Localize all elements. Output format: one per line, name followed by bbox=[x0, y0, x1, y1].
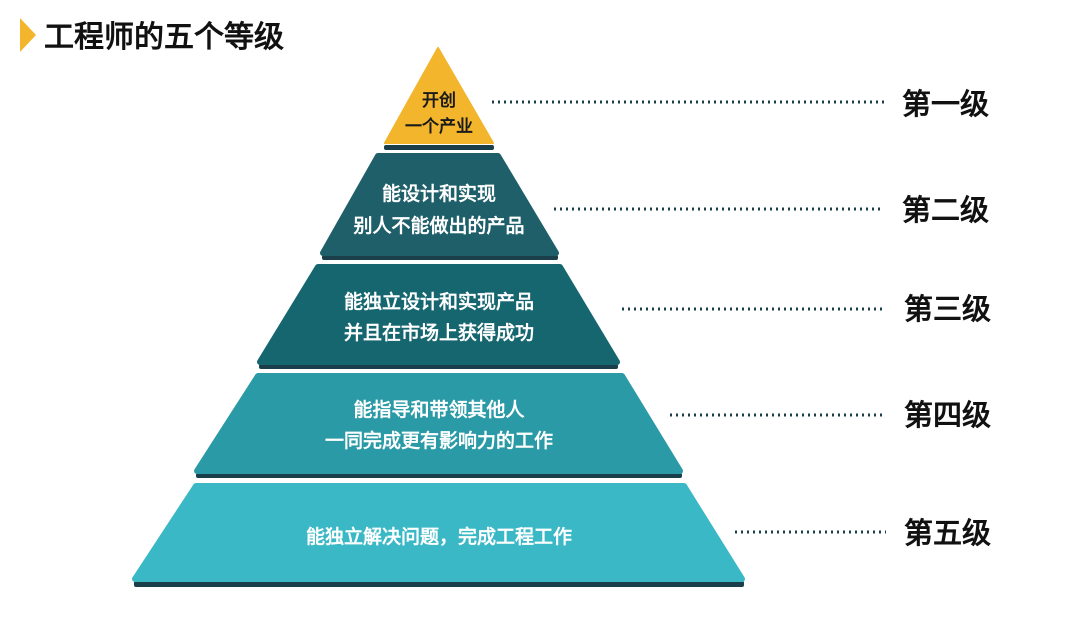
level-label-3: 第三级 bbox=[904, 292, 991, 326]
tier-3-line-2: 并且在市场上获得成功 bbox=[344, 321, 534, 344]
page-title: 工程师的五个等级 bbox=[44, 20, 284, 55]
tier-2-shadow bbox=[322, 255, 558, 260]
tier-4-shape bbox=[194, 373, 683, 474]
tier-5-line-1: 能独立解决问题，完成工程工作 bbox=[306, 525, 572, 548]
pyramid-tier-4: 能指导和带领其他人 一同完成更有影响力的工作 第四级 bbox=[194, 373, 991, 478]
tier-4-line-2: 一同完成更有影响力的工作 bbox=[325, 429, 553, 452]
tier-2-line-2: 别人不能做出的产品 bbox=[352, 214, 524, 237]
pyramid-tier-2: 能设计和实现 别人不能做出的产品 第二级 bbox=[320, 153, 989, 260]
tier-3-shadow bbox=[259, 364, 618, 369]
pyramid-tier-3: 能独立设计和实现产品 并且在市场上获得成功 第三级 bbox=[257, 264, 991, 369]
tier-1-shape bbox=[384, 47, 494, 144]
tier-5-shape bbox=[132, 483, 745, 582]
tier-1-line-1: 开创 bbox=[422, 90, 456, 111]
tier-2-line-1: 能设计和实现 bbox=[382, 182, 496, 205]
tier-1-shadow bbox=[384, 145, 494, 150]
level-label-2: 第二级 bbox=[902, 193, 989, 227]
title-marker-icon bbox=[20, 18, 36, 52]
level-label-4: 第四级 bbox=[904, 398, 991, 432]
level-label-1: 第一级 bbox=[902, 87, 989, 121]
tier-1-line-2: 一个产业 bbox=[405, 116, 473, 137]
pyramid-tier-1: 开创 一个产业 第一级 bbox=[384, 47, 989, 150]
tier-3-shape bbox=[257, 264, 620, 365]
level-label-5: 第五级 bbox=[904, 516, 991, 550]
tier-5-shadow bbox=[134, 581, 744, 587]
tier-4-line-1: 能指导和带领其他人 bbox=[353, 398, 525, 421]
tier-2-shape bbox=[320, 153, 559, 256]
tier-4-shadow bbox=[196, 473, 682, 478]
pyramid-tier-5: 能独立解决问题，完成工程工作 第五级 bbox=[132, 483, 991, 587]
tier-3-line-1: 能独立设计和实现产品 bbox=[344, 290, 534, 313]
